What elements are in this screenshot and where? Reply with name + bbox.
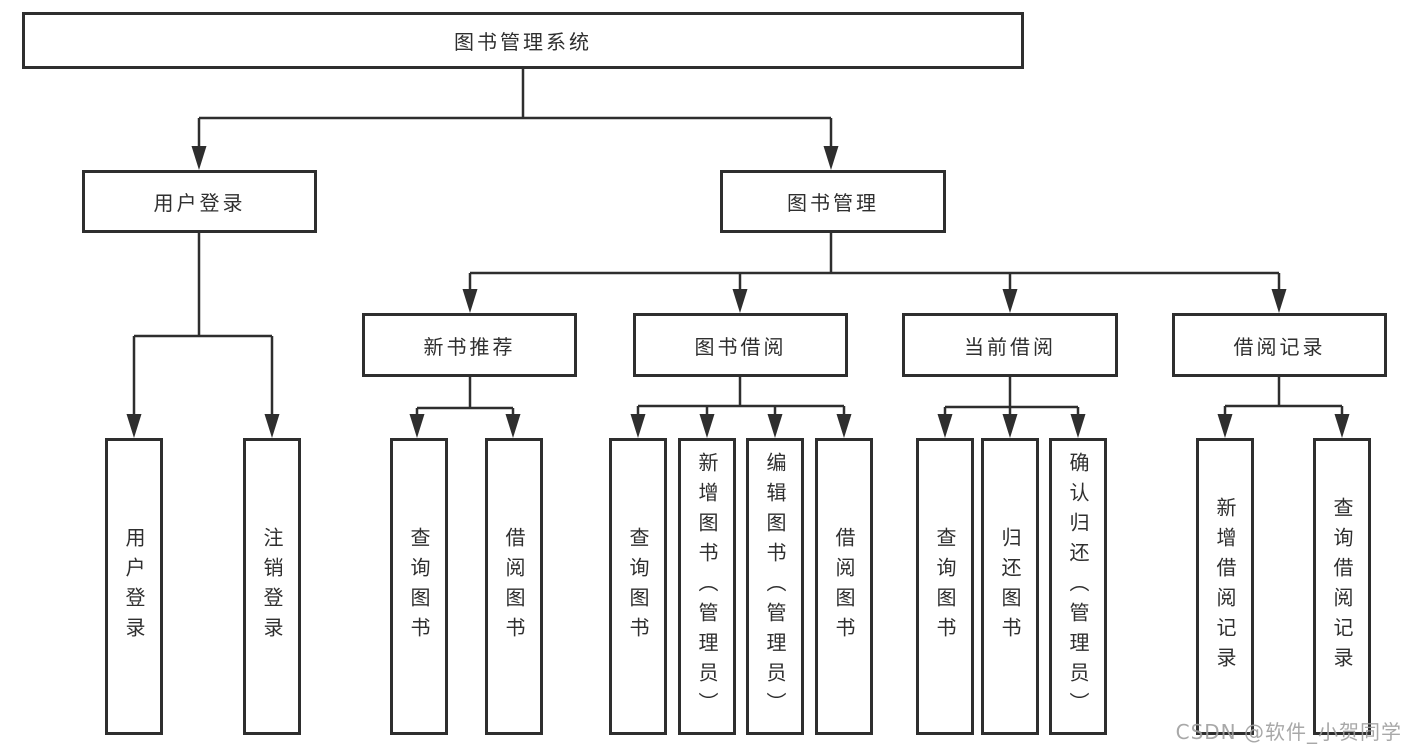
node-root-label: 图书管理系统 [454,30,592,54]
leaf-query-books-current-label: 查询图书 [933,526,957,647]
leaf-query-books-recommend: 查询图书 [390,438,448,735]
leaf-add-books-admin-label: 新增图书（管理员） [695,451,719,722]
leaf-query-books-borrow: 查询图书 [609,438,667,735]
leaf-edit-books-admin-label: 编辑图书（管理员） [763,451,787,722]
connector-arrow-l3-recommend-head [462,289,478,313]
leaf-user-login: 用户登录 [105,438,163,735]
leaf-borrow-books-label: 借阅图书 [832,526,856,647]
leaf-confirm-return-admin: 确认归还（管理员） [1049,438,1107,735]
node-user-login: 用户登录 [82,170,317,233]
connector-arrow-lf10-head [1070,414,1086,438]
connector-arrow-l3-records-head [1271,289,1287,313]
node-borrow-records: 借阅记录 [1172,313,1387,377]
leaf-borrow-books-recommend-label: 借阅图书 [502,526,526,647]
node-book-borrow: 图书借阅 [633,313,848,377]
node-borrow-records-label: 借阅记录 [1233,334,1326,359]
node-book-management-label: 图书管理 [787,191,879,215]
connector-arrow-lf8-head [937,414,953,438]
leaf-add-borrow-record-label: 新增借阅记录 [1213,496,1237,677]
leaf-return-books: 归还图书 [981,438,1039,735]
leaf-query-books-recommend-label: 查询图书 [407,526,431,647]
leaf-logout-login-label: 注销登录 [260,526,284,647]
connector-arrow-l3-borrow-head [732,289,748,313]
node-book-borrow-label: 图书借阅 [694,334,787,359]
connector-arrow-lf2-head [409,414,425,438]
leaf-query-borrow-record-label: 查询借阅记录 [1330,496,1354,677]
leaf-query-borrow-record: 查询借阅记录 [1313,438,1371,735]
leaf-add-borrow-record: 新增借阅记录 [1196,438,1254,735]
connector-arrow-user-login-head [191,146,207,170]
connector-arrow-lf9-head [1002,414,1018,438]
leaf-confirm-return-admin-label: 确认归还（管理员） [1066,451,1090,722]
connector-arrow-lf12-head [1334,414,1350,438]
leaf-query-books-borrow-label: 查询图书 [626,526,650,647]
leaf-return-books-label: 归还图书 [998,526,1022,647]
connector-arrow-lf4-head [630,414,646,438]
connector-arrow-lf7-head [836,414,852,438]
connector-arrow-lf6-head [767,414,783,438]
node-root-library-system: 图书管理系统 [22,12,1024,69]
leaf-logout-login: 注销登录 [243,438,301,735]
connector-arrow-book-management-head [823,146,839,170]
leaf-add-books-admin: 新增图书（管理员） [678,438,736,735]
connector-arrow-leaf-login-head [126,414,142,438]
connector-arrow-lf5-head [699,414,715,438]
node-new-book-recommend-label: 新书推荐 [423,334,516,359]
node-book-management: 图书管理 [720,170,946,233]
node-current-borrow: 当前借阅 [902,313,1118,377]
connector-arrow-leaf-logout-head [264,414,280,438]
node-current-borrow-label: 当前借阅 [964,334,1056,359]
connector-arrow-lf3-head [505,414,521,438]
connector-arrow-lf11-head [1217,414,1233,438]
node-user-login-label: 用户登录 [153,191,246,215]
leaf-query-books-current: 查询图书 [916,438,974,735]
csdn-watermark: CSDN @软件_小贺同学 [1175,720,1402,744]
leaf-borrow-books-recommend: 借阅图书 [485,438,543,735]
leaf-user-login-label: 用户登录 [122,526,146,647]
leaf-borrow-books: 借阅图书 [815,438,873,735]
connector-arrow-l3-current-head [1002,289,1018,313]
leaf-edit-books-admin: 编辑图书（管理员） [746,438,804,735]
node-new-book-recommend: 新书推荐 [362,313,577,377]
